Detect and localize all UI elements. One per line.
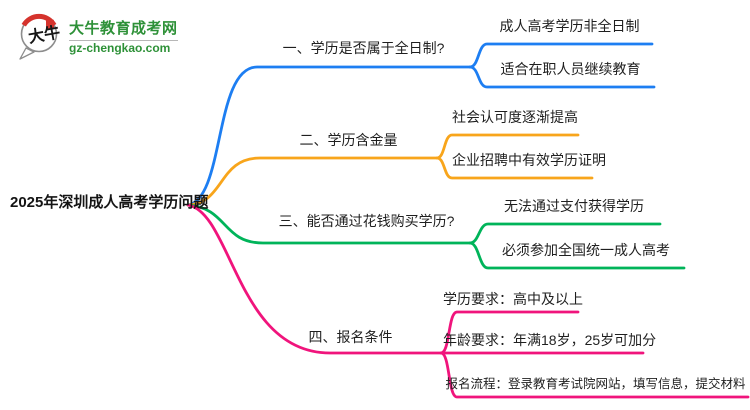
branch-1-child-1: 成人高考学历非全日制	[499, 18, 640, 34]
branch-4-child-3: 报名流程：登录教育考试院网站，填写信息，提交材料	[445, 377, 746, 391]
branch-3-label: 三、能否通过花钱购买学历?	[278, 213, 455, 229]
branch-4-label: 四、报名条件	[308, 329, 393, 345]
site-url: gz-chengkao.com	[69, 39, 178, 55]
branch-3-lines	[186, 203, 686, 270]
logo-bull-mark-icon: 大牛	[19, 13, 62, 60]
branch-4-child-1: 学历要求：高中及以上	[443, 291, 583, 307]
branch-1-lines	[186, 42, 656, 207]
branch-2-child-1: 社会认可度逐渐提高	[452, 109, 578, 125]
site-logo: 大牛 大牛教育成考网 gz-chengkao.com	[16, 13, 178, 61]
branch-2-label: 二、学历含金量	[299, 132, 398, 148]
logo-text-block: 大牛教育成考网 gz-chengkao.com	[69, 20, 178, 55]
branch-3-child-1: 无法通过支付获得学历	[504, 198, 644, 214]
branch-1-label: 一、学历是否属于全日制?	[282, 40, 445, 56]
branch-4-child-2: 年龄要求：年满18岁，25岁可加分	[443, 332, 657, 348]
branch-2-lines	[186, 133, 594, 207]
branch-3-child-2: 必须参加全国统一成人高考	[502, 242, 670, 258]
root-topic: 2025年深圳成人高考学历问题	[10, 194, 209, 211]
branch-2-child-2: 企业招聘中有效学历证明	[452, 152, 606, 168]
branch-4-lines	[186, 203, 750, 399]
branch-1-child-2: 适合在职人员继续教育	[500, 61, 641, 77]
site-name: 大牛教育成考网	[69, 19, 178, 37]
